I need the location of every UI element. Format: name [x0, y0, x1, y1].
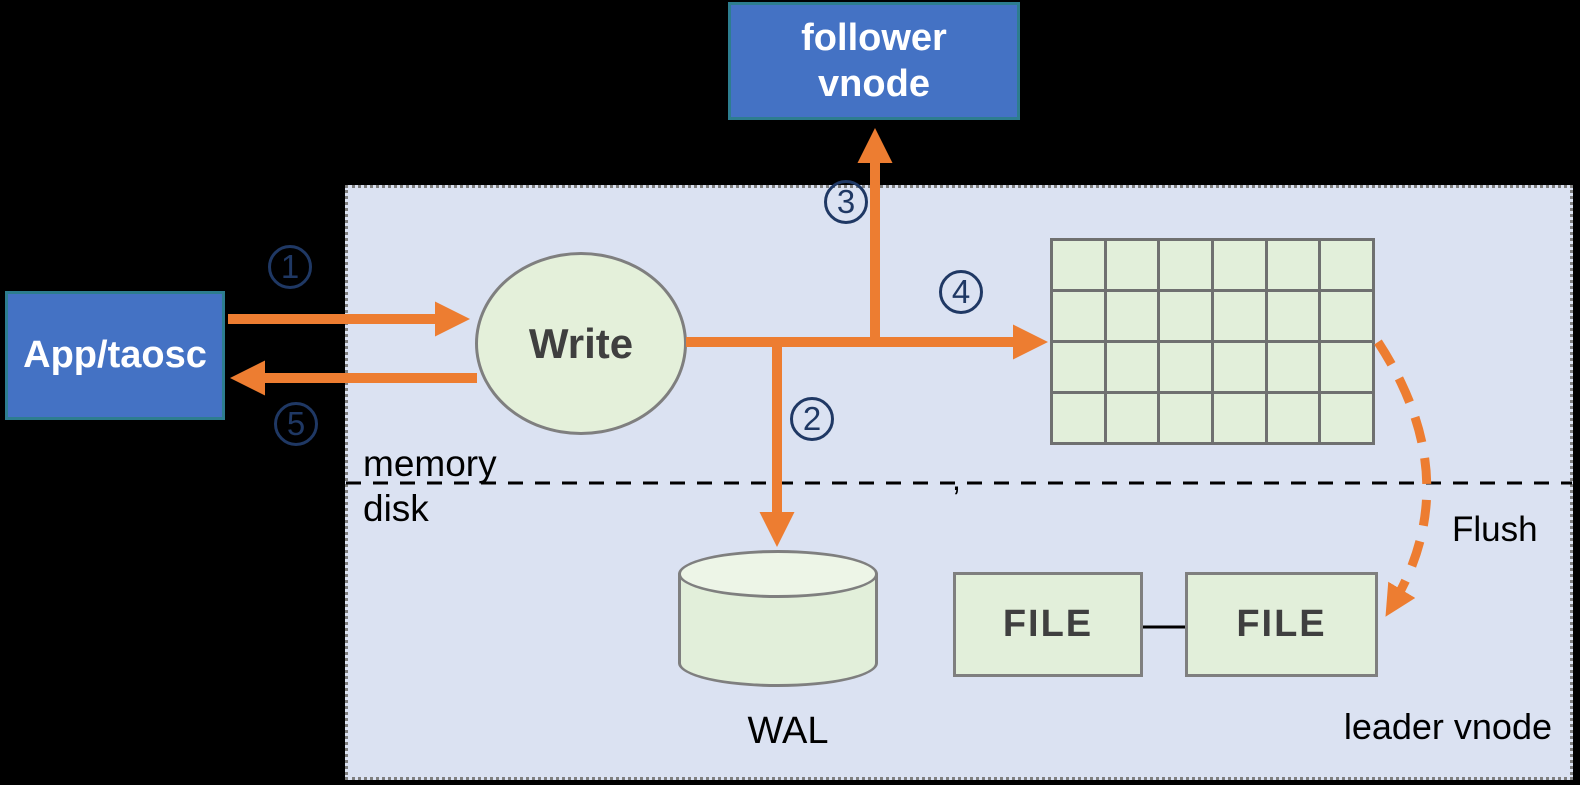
- file-node-left: FILE: [953, 572, 1143, 677]
- file-right-label: FILE: [1236, 603, 1327, 645]
- app-taosc-node: App/taosc: [5, 291, 225, 420]
- file-node-right: FILE: [1185, 572, 1378, 677]
- step-4-badge: 4: [939, 270, 983, 314]
- memtable-cell: [1321, 241, 1372, 289]
- step-2-badge: 2: [790, 397, 834, 441]
- leader-vnode-label: leader vnode: [1343, 706, 1552, 747]
- app-taosc-label: App/taosc: [23, 334, 207, 376]
- memtable-cell: [1106, 394, 1158, 442]
- step-1-badge: 1: [268, 245, 312, 289]
- wal-cylinder-top: [678, 550, 878, 598]
- memtable-cell: [1106, 292, 1158, 340]
- memtable-cell: [1321, 343, 1372, 391]
- memtable-cell: [1267, 241, 1319, 289]
- memtable-cell: [1267, 343, 1319, 391]
- memtable-cell: [1214, 394, 1265, 442]
- memtable-cell: [1267, 394, 1319, 442]
- write-label: Write: [528, 319, 634, 367]
- memtable-cell: [1321, 394, 1372, 442]
- write-process-node: Write: [475, 252, 687, 435]
- divider-comma-mark: ,: [952, 461, 961, 497]
- memtable-cell: [1321, 292, 1372, 340]
- wal-cylinder: [678, 550, 878, 687]
- file-left-label: FILE: [1002, 603, 1094, 645]
- memtable-cell: [1053, 292, 1104, 340]
- memtable-cell: [1053, 343, 1104, 391]
- memtable-cell: [1160, 241, 1211, 289]
- memtable-cell: [1160, 343, 1211, 391]
- memtable-cell: [1214, 343, 1265, 391]
- memory-label: memory: [363, 443, 497, 484]
- wal-label: WAL: [747, 710, 829, 752]
- step-3-badge: 3: [824, 180, 868, 224]
- memtable-cell: [1160, 292, 1211, 340]
- memtable-grid: [1050, 238, 1375, 445]
- memtable-cell: [1160, 394, 1211, 442]
- follower-vnode-node: follower vnode: [728, 2, 1020, 120]
- disk-label: disk: [363, 488, 429, 529]
- memtable-cell: [1214, 292, 1265, 340]
- memtable-cell: [1106, 343, 1158, 391]
- memtable-cell: [1106, 241, 1158, 289]
- memtable-cell: [1214, 241, 1265, 289]
- memtable-cell: [1053, 241, 1104, 289]
- flush-label: Flush: [1452, 510, 1538, 549]
- memtable-cell: [1053, 394, 1104, 442]
- memtable-cell: [1267, 292, 1319, 340]
- follower-vnode-label: follower vnode: [801, 16, 947, 105]
- step-5-badge: 5: [274, 402, 318, 446]
